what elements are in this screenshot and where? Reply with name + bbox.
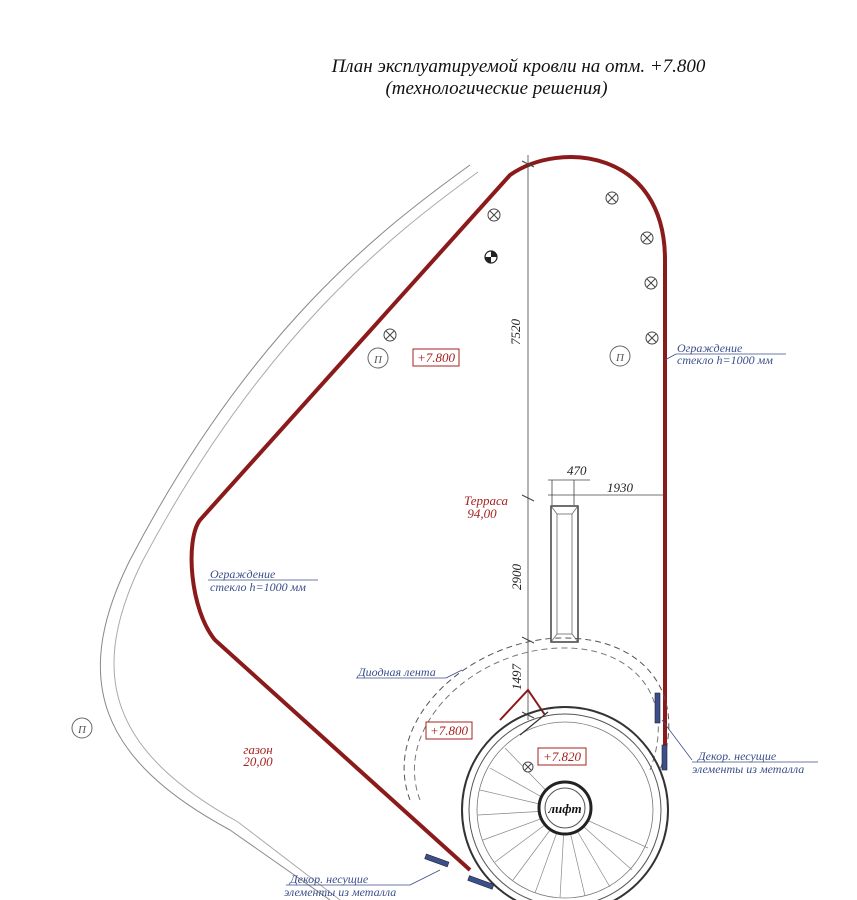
terrace-name: Терраса: [464, 493, 508, 508]
note-fence-left-l1: Ограждение: [210, 567, 276, 581]
roof-lamps: [383, 191, 659, 345]
skylight-inner: [556, 513, 573, 635]
dim-1930: 1930: [607, 480, 634, 495]
stair-outer-wall-2: [468, 713, 662, 900]
level-box-stair: [537, 747, 587, 766]
dim-tick-top: [521, 160, 535, 168]
level-lower: +7.800: [430, 723, 469, 738]
skylight-hip-tl: [550, 505, 558, 515]
p-marker-left-label: П: [373, 354, 383, 366]
plan-subtitle: (технологические решения): [385, 78, 608, 99]
p-marker-lawn: П: [71, 717, 93, 739]
skylight-hip-br: [571, 633, 579, 643]
note-fence-right-l2: стекло h=1000 мм: [677, 353, 773, 367]
led-strip-outer: [403, 637, 670, 801]
level-box-main: [412, 348, 460, 367]
level-main: +7.800: [417, 350, 456, 365]
stair-inner-ring: [476, 721, 654, 899]
note-decor-right-leader: [661, 719, 693, 761]
level-stair: +7.820: [543, 749, 582, 764]
terrace-area: 94,00: [467, 506, 497, 521]
stair-outer-wall: [461, 706, 669, 900]
skylight-hip-tr: [571, 505, 579, 515]
p-marker-lawn-label: П: [77, 724, 87, 736]
decor-metal-bottom-1: [424, 853, 450, 868]
note-decor-right-l1: Декор. несущие: [697, 749, 777, 763]
stair-door: [519, 711, 549, 736]
lift-shaft-inner: [544, 787, 586, 829]
dim-tick-mid: [521, 494, 535, 502]
p-marker-right-label: П: [615, 352, 625, 364]
decor-metal-bottom-2: [467, 875, 495, 890]
lawn-outline-inner: [113, 171, 479, 900]
p-marker-right: П: [609, 345, 631, 367]
note-led: Диодная лента: [357, 665, 436, 679]
led-strip-inner: [414, 647, 659, 801]
lawn-outline-outer: [100, 164, 471, 900]
lawn-name: газон: [243, 742, 272, 757]
decor-metal-right-1: [654, 692, 661, 724]
note-led-leader: [445, 669, 463, 679]
lamp-stair: [522, 761, 534, 773]
p-marker-left: П: [367, 347, 389, 369]
glass-fence-main-inner: [196, 162, 662, 867]
note-fence-left-l2: стекло h=1000 мм: [210, 580, 306, 594]
level-box-lower: [425, 721, 473, 740]
dim-tick-low: [521, 636, 535, 644]
plan-title: План эксплуатируемой кровли на отм. +7.8…: [331, 56, 706, 77]
glass-fence-main: [189, 155, 667, 872]
note-decor-bottom-l2: элементы из металла: [284, 885, 396, 899]
lawn-area: 20,00: [243, 754, 273, 769]
dim-470: 470: [567, 463, 587, 478]
roof-drain: [484, 250, 498, 264]
note-decor-right-l2: элементы из металла: [692, 762, 804, 776]
note-fence-right-leader: [664, 353, 677, 361]
skylight: [550, 505, 579, 643]
dim-7520: 7520: [508, 319, 523, 346]
dim-2900: 2900: [509, 564, 524, 591]
fence-lower-corner: [499, 688, 546, 721]
note-decor-bottom-l1: Декор. несущие: [289, 872, 369, 886]
dim-1497: 1497: [509, 664, 524, 691]
note-decor-bottom-leader: [409, 869, 441, 886]
dim-tick-bottom: [521, 711, 535, 719]
decor-metal-right-2: [661, 744, 668, 771]
skylight-hip-bl: [550, 633, 558, 643]
lift-label: лифт: [547, 801, 581, 816]
note-fence-right-l1: Ограждение: [677, 341, 743, 355]
